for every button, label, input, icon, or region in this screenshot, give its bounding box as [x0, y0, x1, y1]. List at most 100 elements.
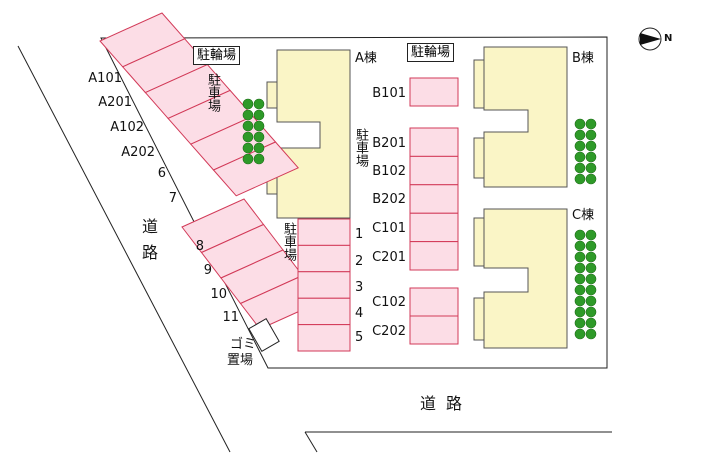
stall-label-7: 7 [168, 191, 177, 206]
c-east-tree [585, 317, 597, 329]
parking-stall-5 [297, 324, 351, 352]
a-west-tree [242, 109, 254, 121]
stall-label-11: 11 [222, 310, 239, 325]
a-west-tree [242, 142, 254, 154]
garbage-label-2: 置場 [227, 353, 254, 368]
b-east-tree [574, 162, 586, 174]
stall-label-4: 4 [355, 306, 364, 321]
parking-stall-b201 [409, 127, 459, 157]
c-east-tree [585, 240, 597, 252]
a-west-tree [242, 98, 254, 110]
c-east-tree [574, 284, 586, 296]
c-east-tree [574, 295, 586, 307]
c-east-tree [585, 284, 597, 296]
c-east-tree [585, 229, 597, 241]
stall-label-a201: A201 [98, 95, 132, 110]
north-arrow-icon [638, 27, 662, 51]
b-east-tree [585, 173, 597, 185]
road-label-south: 道路 [420, 394, 473, 413]
stall-label-b201: B201 [372, 136, 406, 151]
parking-label-west: 駐車場 [205, 73, 220, 112]
stall-label-c202: C202 [372, 324, 406, 339]
parking-stall-1 [297, 218, 351, 246]
b-east-tree [574, 129, 586, 141]
stall-label-c102: C102 [372, 295, 406, 310]
stall-label-3: 3 [355, 280, 364, 295]
b-east-tree [574, 118, 586, 130]
c-east-tree [585, 273, 597, 285]
stall-label-5: 5 [355, 330, 364, 345]
trees [242, 98, 597, 340]
c-east-tree [574, 317, 586, 329]
parking-stall-3 [297, 271, 351, 299]
stall-label-a202: A202 [121, 145, 155, 160]
b-east-tree [585, 118, 597, 130]
parking-label-center: 駐車場 [353, 128, 368, 167]
parking-stall-c201 [409, 241, 459, 271]
stall-label-b102: B102 [372, 164, 406, 179]
a-west-tree [253, 109, 265, 121]
c-east-tree [574, 328, 586, 340]
c-east-tree [574, 262, 586, 274]
stall-label-c201: C201 [372, 250, 406, 265]
stall-label-2: 2 [355, 254, 364, 269]
c-east-tree [574, 306, 586, 318]
parking-stall-7 [212, 141, 300, 197]
parking-stall-b202 [409, 184, 459, 214]
b-east-tree [574, 140, 586, 152]
stall-label-b101: B101 [372, 86, 406, 101]
b-east-tree [585, 129, 597, 141]
c-east-tree [585, 328, 597, 340]
c-east-tree [585, 306, 597, 318]
parking-stalls [99, 12, 459, 352]
b-east-tree [585, 140, 597, 152]
garbage-label-1: ゴミ [230, 337, 257, 352]
a-west-tree [253, 98, 265, 110]
building-a-label: A棟 [355, 51, 377, 66]
parking-stall-2 [297, 244, 351, 273]
garbage-area [248, 318, 280, 352]
road-label-west: 道路 [139, 218, 158, 270]
compass-letter: N [664, 33, 673, 44]
c-east-tree [574, 229, 586, 241]
parking-stall-b102 [409, 155, 459, 186]
a-west-tree [253, 131, 265, 143]
parking-stall-c202 [409, 315, 459, 345]
c-east-tree [585, 295, 597, 307]
parking-label-south: 駐車場 [281, 222, 296, 261]
building-c-label: C棟 [572, 208, 595, 223]
a-west-tree [242, 153, 254, 165]
stall-label-b202: B202 [372, 192, 406, 207]
a-west-tree [253, 142, 265, 154]
b-east-tree [585, 151, 597, 163]
a-west-tree [253, 120, 265, 132]
stall-label-9: 9 [203, 263, 212, 278]
c-east-tree [585, 251, 597, 263]
building-b [473, 46, 568, 188]
bike-parking-a: 駐輪場 [193, 46, 241, 65]
bike-parking-b: 駐輪場 [407, 43, 455, 62]
stall-label-1: 1 [355, 227, 364, 242]
parking-stall-b101 [409, 77, 459, 107]
south-road-edge [304, 431, 318, 453]
stall-label-a101: A101 [88, 71, 122, 86]
parking-stall-4 [297, 297, 351, 326]
parking-stall-c101 [409, 212, 459, 243]
a-west-tree [242, 120, 254, 132]
building-c [473, 208, 568, 349]
building-b-label: B棟 [572, 51, 594, 66]
b-east-tree [574, 151, 586, 163]
c-east-tree [574, 251, 586, 263]
stall-label-c101: C101 [372, 221, 406, 236]
west-road-edge [17, 45, 231, 453]
stall-label-8: 8 [195, 239, 204, 254]
b-east-tree [574, 173, 586, 185]
parking-stall-c102 [409, 287, 459, 317]
c-east-tree [574, 240, 586, 252]
b-east-tree [585, 162, 597, 174]
c-east-tree [585, 262, 597, 274]
c-east-tree [574, 273, 586, 285]
a-west-tree [242, 131, 254, 143]
stall-label-a102: A102 [110, 120, 144, 135]
